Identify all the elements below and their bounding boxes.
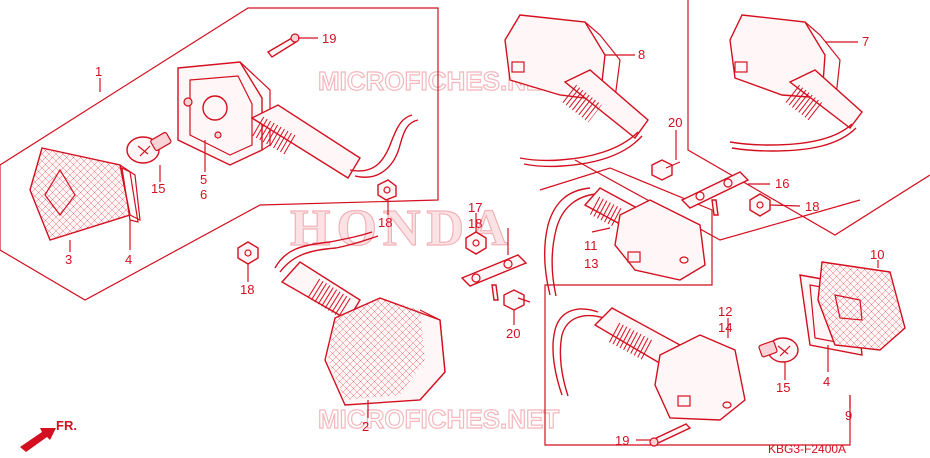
- arrow-icon: [20, 428, 56, 452]
- turn-signal-part-7: [729, 14, 863, 152]
- callout-3: 3: [65, 252, 72, 267]
- group-frame-left: [0, 7, 439, 301]
- screw-part-19-b: [649, 423, 692, 447]
- callout-20-a: 20: [668, 115, 682, 130]
- callout-12: 12: [718, 304, 732, 319]
- callout-18-c: 18: [240, 282, 254, 297]
- callout-19-b: 19: [615, 433, 629, 448]
- bracket-part-17: [460, 254, 528, 301]
- callout-15-right: 15: [776, 380, 790, 395]
- callout-13: 13: [584, 256, 598, 271]
- callout-15-left: 15: [151, 181, 165, 196]
- diagram-code: KBG3-F2400A: [768, 442, 846, 456]
- nut-part-18-a: [377, 179, 397, 201]
- callout-14: 14: [718, 320, 732, 335]
- bulb-part-15-right: [758, 337, 799, 363]
- lens-part-3: [29, 147, 141, 241]
- direction-label: FR.: [56, 418, 77, 433]
- callout-19-a: 19: [322, 31, 336, 46]
- callout-1: 1: [95, 64, 102, 79]
- callout-18-b: 18: [468, 216, 482, 231]
- callout-4-left: 4: [125, 252, 132, 267]
- callout-6: 6: [200, 187, 207, 202]
- front-direction-arrow: FR.: [20, 418, 77, 452]
- callouts: 1 2 3 4 4 5 6 7 8 9 10 11 12 13 14 15 15…: [65, 31, 884, 448]
- stem-upper-left: [250, 104, 419, 179]
- turn-signal-part-8: [504, 14, 649, 168]
- callout-5: 5: [200, 172, 207, 187]
- callout-17: 17: [468, 200, 482, 215]
- housing-part-5-6: [177, 61, 271, 166]
- callout-18-d: 18: [805, 199, 819, 214]
- turn-signal-part-11-13: [544, 187, 706, 297]
- group-frame-bottom-right: [539, 167, 851, 446]
- leader-lines: [69, 37, 879, 441]
- callout-2: 2: [362, 419, 369, 434]
- lens-part-10: [817, 261, 906, 351]
- callout-7: 7: [862, 34, 869, 49]
- callout-10: 10: [870, 247, 884, 262]
- group-frame-top-right: [687, 0, 930, 236]
- callout-8: 8: [638, 47, 645, 62]
- group-frame-connector: [574, 159, 861, 241]
- bolt-part-20-b: [503, 289, 531, 311]
- turn-signal-part-2: [274, 231, 446, 406]
- callout-4-right: 4: [823, 374, 830, 389]
- gasket-part-4-left: [121, 166, 139, 223]
- turn-signal-part-12-14: [552, 307, 746, 421]
- bulb-part-15-left: [126, 131, 172, 164]
- bolt-part-20-a: [651, 159, 681, 181]
- callout-9: 9: [845, 408, 852, 423]
- nut-part-18-b: [237, 241, 259, 265]
- callout-16: 16: [775, 176, 789, 191]
- bracket-part-16: [680, 171, 750, 216]
- nut-part-18-c: [749, 193, 771, 217]
- callout-18-a: 18: [378, 215, 392, 230]
- screw-part-19-a: [266, 33, 300, 58]
- watermark-bottom: MICROFICHES.NET: [318, 404, 559, 434]
- callout-20-b: 20: [506, 326, 520, 341]
- callout-11: 11: [584, 238, 598, 253]
